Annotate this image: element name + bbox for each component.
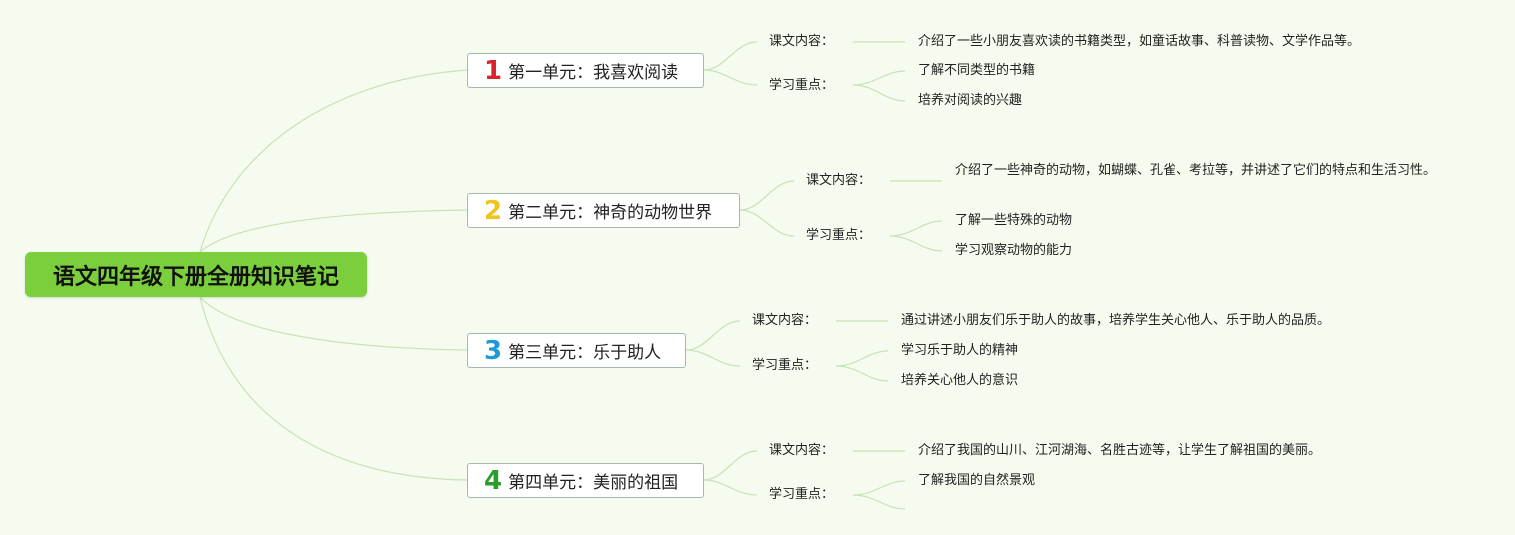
unit-1-topic[interactable]: 1 第一单元：我喜欢阅读 — [467, 53, 704, 88]
link-unit3-focus-leaf2 — [835, 365, 889, 382]
link-unit2-content — [739, 180, 795, 211]
link-unit1-focus-leaf1 — [852, 70, 906, 86]
focus-label[interactable]: 学习重点： — [806, 228, 872, 243]
content-label[interactable]: 课文内容： — [769, 34, 835, 49]
focus-label[interactable]: 学习重点： — [769, 487, 835, 502]
focus-item[interactable]: 学习乐于助人的精神 — [901, 343, 1019, 358]
unit-title: 第四单元：美丽的祖国 — [508, 473, 679, 493]
content-label[interactable]: 课文内容： — [769, 443, 835, 458]
unit-3-topic[interactable]: 3 第三单元：乐于助人 — [467, 333, 686, 368]
focus-item[interactable]: 培养对阅读的兴趣 — [918, 93, 1023, 108]
unit-title: 第二单元：神奇的动物世界 — [508, 203, 713, 223]
unit-title: 第三单元：乐于助人 — [508, 343, 662, 363]
link-root-unit3 — [199, 296, 468, 351]
link-unit1-focus — [703, 69, 758, 86]
unit-4-topic[interactable]: 4 第四单元：美丽的祖国 — [467, 463, 704, 498]
link-unit1-focus-leaf2 — [852, 84, 906, 102]
link-unit2-focus — [739, 209, 795, 237]
link-root-unit1 — [199, 69, 468, 253]
focus-item[interactable]: 了解一些特殊的动物 — [955, 213, 1073, 228]
unit-2-topic[interactable]: 2 第二单元：神奇的动物世界 — [467, 193, 740, 228]
focus-label[interactable]: 学习重点： — [769, 78, 835, 93]
focus-item[interactable]: 了解不同类型的书籍 — [918, 63, 1036, 78]
root-title: 语文四年级下册全册知识笔记 — [52, 264, 339, 290]
unit-title: 第一单元：我喜欢阅读 — [508, 63, 679, 83]
focus-item[interactable]: 了解我国的自然景观 — [918, 473, 1036, 488]
content-text[interactable]: 介绍了一些神奇的动物，如蝴蝶、孔雀、考拉等，并讲述了它们的特点和生活习性。 — [955, 163, 1437, 178]
focus-item[interactable]: 培养关心他人的意识 — [901, 373, 1019, 388]
content-text[interactable]: 介绍了一些小朋友喜欢读的书籍类型，如童话故事、科普读物、文学作品等。 — [918, 34, 1361, 49]
link-unit2-focus-leaf1 — [889, 220, 943, 237]
link-unit2-focus-leaf2 — [889, 235, 943, 252]
focus-label[interactable]: 学习重点： — [752, 358, 818, 373]
content-label[interactable]: 课文内容： — [752, 313, 818, 328]
focus-item[interactable]: 学习观察动物的能力 — [955, 243, 1073, 258]
content-text[interactable]: 介绍了我国的山川、江河湖海、名胜古迹等，让学生了解祖国的美丽。 — [918, 443, 1322, 458]
link-unit3-content — [685, 320, 741, 351]
unit-number-badge: 4 — [484, 465, 503, 496]
unit-number-badge: 1 — [484, 55, 503, 86]
link-unit4-focus-leaf1 — [852, 480, 906, 496]
link-root-unit4 — [199, 296, 468, 481]
link-unit1-content — [703, 41, 758, 71]
link-unit4-focus-leaf2 — [852, 494, 906, 510]
link-unit4-focus — [703, 479, 758, 496]
content-label[interactable]: 课文内容： — [806, 173, 872, 188]
content-text[interactable]: 通过讲述小朋友们乐于助人的故事，培养学生关心他人、乐于助人的品质。 — [901, 313, 1331, 328]
link-unit3-focus-leaf1 — [835, 350, 889, 367]
unit-number-badge: 3 — [484, 335, 503, 366]
link-unit4-content — [703, 450, 758, 481]
root-topic[interactable]: 语文四年级下册全册知识笔记 — [25, 252, 367, 297]
link-unit3-focus — [685, 349, 741, 367]
link-root-unit2 — [199, 209, 468, 253]
unit-number-badge: 2 — [484, 195, 503, 226]
